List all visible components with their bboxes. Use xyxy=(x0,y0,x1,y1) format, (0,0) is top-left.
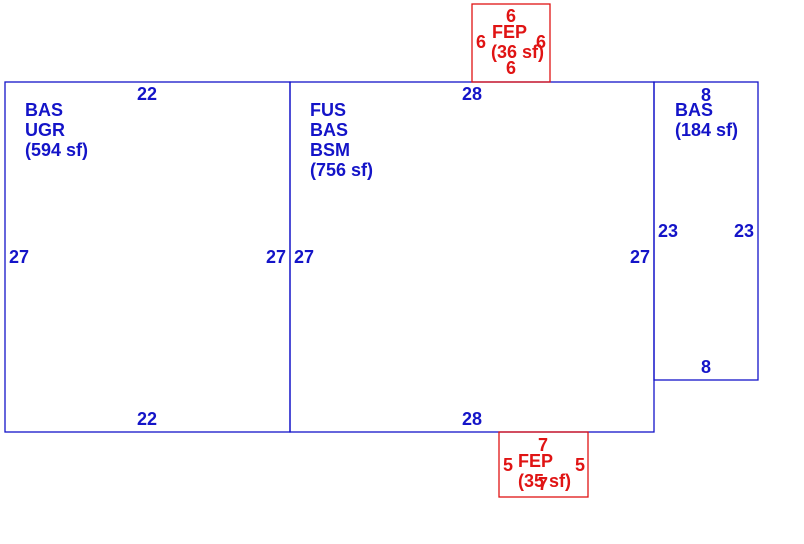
area-right-outline xyxy=(653,81,759,381)
porch-top-dim-left: 6 xyxy=(476,32,486,52)
porch-bottom-dim-right: 5 xyxy=(575,455,585,475)
area-left-dim-top: 22 xyxy=(137,84,157,104)
area-center-dim-right: 27 xyxy=(630,247,650,267)
porch-bottom-outline xyxy=(498,431,589,498)
area-right-dim-left: 23 xyxy=(658,221,678,241)
area-left[interactable]: BAS UGR (594 sf) 22 22 27 27 xyxy=(4,81,291,433)
porch-top[interactable]: FEP (36 sf) 6 6 6 6 xyxy=(471,3,551,83)
porch-bottom-dim-top: 7 xyxy=(538,435,548,455)
area-center-label-line-2: BAS xyxy=(310,120,348,140)
area-right-dim-right: 23 xyxy=(734,221,754,241)
area-center-dim-left: 27 xyxy=(294,247,314,267)
area-right-area-label: (184 sf) xyxy=(675,120,738,140)
porch-top-outline xyxy=(471,3,551,83)
area-left-label-line-1: BAS xyxy=(25,100,63,120)
porch-top-dim-top: 6 xyxy=(506,6,516,26)
porch-top-label: FEP xyxy=(492,22,527,42)
area-center-label-line-1: FUS xyxy=(310,100,346,120)
porch-bottom-area-label: (35 sf) xyxy=(518,471,571,491)
porch-bottom-dim-bottom: 7 xyxy=(538,474,548,494)
area-center-label-line-3: BSM xyxy=(310,140,350,160)
area-left-dim-bottom: 22 xyxy=(137,409,157,429)
area-right[interactable]: BAS (184 sf) 8 8 23 23 xyxy=(653,81,759,381)
porch-top-dim-right: 6 xyxy=(536,32,546,52)
area-right-dim-bottom: 8 xyxy=(701,357,711,377)
area-center-dim-top: 28 xyxy=(462,84,482,104)
porch-bottom-dim-left: 5 xyxy=(503,455,513,475)
porch-bottom-label: FEP xyxy=(518,451,553,471)
area-left-label-line-2: UGR xyxy=(25,120,65,140)
porch-bottom[interactable]: FEP (35 sf) 7 7 5 5 xyxy=(498,431,589,498)
area-center-area-label: (756 sf) xyxy=(310,160,373,180)
area-center[interactable]: FUS BAS BSM (756 sf) 28 28 27 27 xyxy=(289,81,655,433)
porch-top-dim-bottom: 6 xyxy=(506,58,516,78)
area-center-dim-bottom: 28 xyxy=(462,409,482,429)
area-right-dim-top: 8 xyxy=(701,85,711,105)
area-left-dim-right: 27 xyxy=(266,247,286,267)
area-left-dim-left: 27 xyxy=(9,247,29,267)
porch-top-area-label: (36 sf) xyxy=(491,42,544,62)
area-right-label-line-1: BAS xyxy=(675,100,713,120)
area-left-area-label: (594 sf) xyxy=(25,140,88,160)
